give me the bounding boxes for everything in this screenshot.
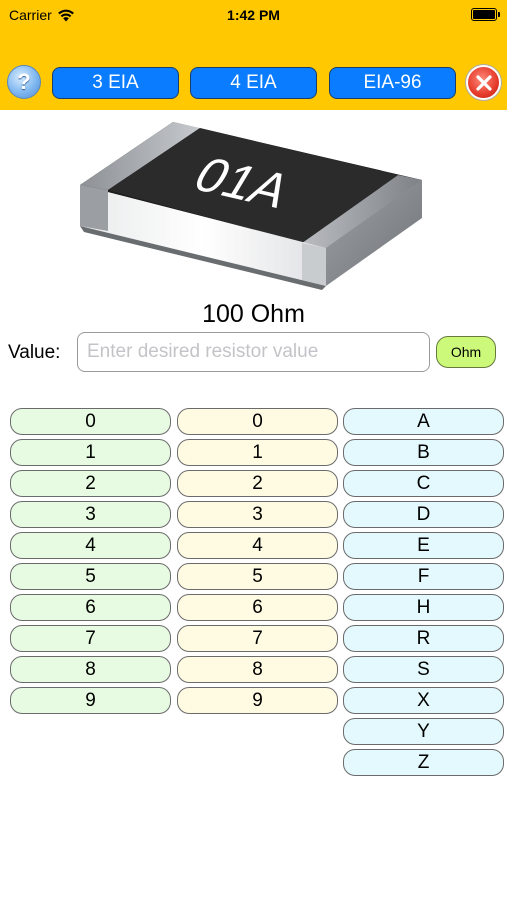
first-digit-0-button[interactable]: 0: [10, 408, 171, 435]
question-mark-icon: ?: [17, 69, 31, 94]
toolbar: ? 3 EIA 4 EIA EIA-96: [0, 32, 507, 110]
first-digit-column: 0 1 2 3 4 5 6 7 8 9: [10, 408, 171, 718]
first-digit-4-button[interactable]: 4: [10, 532, 171, 559]
first-digit-8-button[interactable]: 8: [10, 656, 171, 683]
second-digit-9-button[interactable]: 9: [177, 687, 338, 714]
second-digit-4-button[interactable]: 4: [177, 532, 338, 559]
multiplier-h-button[interactable]: H: [343, 594, 504, 621]
second-digit-5-button[interactable]: 5: [177, 563, 338, 590]
multiplier-s-button[interactable]: S: [343, 656, 504, 683]
multiplier-x-button[interactable]: X: [343, 687, 504, 714]
first-digit-6-button[interactable]: 6: [10, 594, 171, 621]
multiplier-z-button[interactable]: Z: [343, 749, 504, 776]
resistor-value-input[interactable]: [77, 332, 430, 372]
mode-eia-96-button[interactable]: EIA-96: [329, 67, 456, 99]
second-digit-7-button[interactable]: 7: [177, 625, 338, 652]
carrier-indicator: Carrier: [9, 7, 75, 23]
mode-4-eia-button[interactable]: 4 EIA: [190, 67, 317, 99]
multiplier-c-button[interactable]: C: [343, 470, 504, 497]
second-digit-1-button[interactable]: 1: [177, 439, 338, 466]
unit-ohm-button[interactable]: Ohm: [436, 336, 496, 368]
clock: 1:42 PM: [227, 7, 280, 23]
status-bar: Carrier 1:42 PM: [0, 0, 507, 32]
multiplier-b-button[interactable]: B: [343, 439, 504, 466]
multiplier-d-button[interactable]: D: [343, 501, 504, 528]
first-digit-7-button[interactable]: 7: [10, 625, 171, 652]
second-digit-3-button[interactable]: 3: [177, 501, 338, 528]
resistor-chip-image: 01A: [80, 122, 422, 290]
value-label: Value:: [8, 342, 61, 363]
multiplier-e-button[interactable]: E: [343, 532, 504, 559]
second-digit-column: 0 1 2 3 4 5 6 7 8 9: [177, 408, 338, 718]
first-digit-9-button[interactable]: 9: [10, 687, 171, 714]
second-digit-2-button[interactable]: 2: [177, 470, 338, 497]
first-digit-2-button[interactable]: 2: [10, 470, 171, 497]
close-button[interactable]: [466, 65, 501, 100]
close-icon: [475, 74, 492, 91]
help-button[interactable]: ?: [7, 65, 41, 99]
first-digit-1-button[interactable]: 1: [10, 439, 171, 466]
second-digit-8-button[interactable]: 8: [177, 656, 338, 683]
mode-3-eia-button[interactable]: 3 EIA: [52, 67, 179, 99]
battery-icon: [471, 8, 500, 21]
resistance-value-readout: 100 Ohm: [202, 300, 305, 328]
first-digit-3-button[interactable]: 3: [10, 501, 171, 528]
multiplier-r-button[interactable]: R: [343, 625, 504, 652]
multiplier-f-button[interactable]: F: [343, 563, 504, 590]
multiplier-y-button[interactable]: Y: [343, 718, 504, 745]
multiplier-a-button[interactable]: A: [343, 408, 504, 435]
second-digit-6-button[interactable]: 6: [177, 594, 338, 621]
second-digit-0-button[interactable]: 0: [177, 408, 338, 435]
wifi-icon: [57, 9, 74, 21]
carrier-label: Carrier: [9, 7, 52, 23]
first-digit-5-button[interactable]: 5: [10, 563, 171, 590]
